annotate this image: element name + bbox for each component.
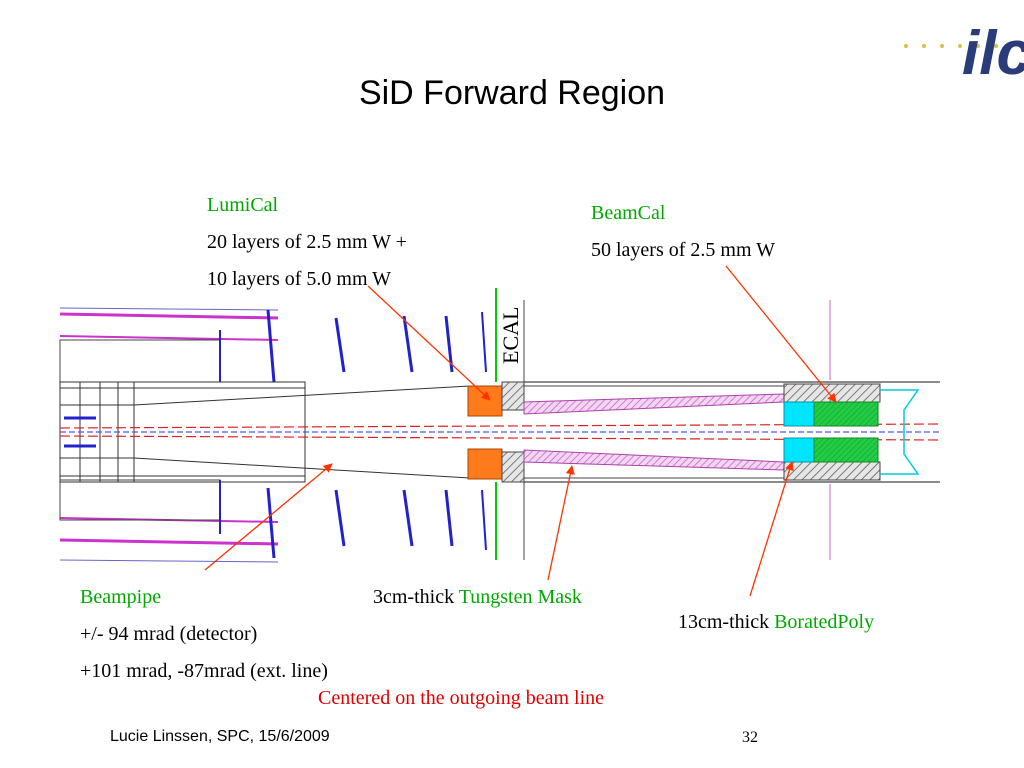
tungsten-mask-upper: [523, 393, 785, 415]
boratedpoly-label: 13cm-thick BoratedPoly: [678, 611, 874, 634]
ecal-label: ECAL: [498, 306, 523, 364]
lumical-upper: [467, 385, 503, 417]
lumical-lower: [467, 448, 503, 480]
lower-detector-layers: [59, 479, 831, 563]
beampipe-line2: +101 mrad, -87mrad (ext. line): [80, 660, 328, 682]
beamcal-lower: [813, 437, 879, 463]
boratedpoly-lower: [783, 437, 815, 463]
logo-text: ilc: [962, 19, 1024, 88]
logo-dots: [904, 44, 998, 48]
beampipe-name: Beampipe: [80, 586, 162, 608]
beamcal-line1: 50 layers of 2.5 mm W: [591, 239, 776, 261]
tungsten-mask-lower: [523, 449, 785, 471]
footer-author: Lucie Linssen, SPC, 15/6/2009: [110, 728, 330, 745]
lumical-name: LumiCal: [207, 194, 279, 216]
outgoing-beam-note: Centered on the outgoing beam line: [318, 687, 605, 709]
mask-housing: [501, 381, 940, 483]
ilc-logo: ilc: [904, 19, 1024, 88]
lumical-line1: 20 layers of 2.5 mm W +: [207, 231, 407, 253]
tungsten-mask-label: 3cm-thick Tungsten Mask: [373, 586, 582, 609]
boratedpoly-prefix: 13cm-thick: [678, 611, 775, 633]
lumical-line2: 10 layers of 5.0 mm W: [207, 268, 392, 290]
tungsten-mask-name: Tungsten Mask: [458, 586, 582, 608]
beamcal-upper: [813, 401, 879, 427]
page-number: 32: [742, 729, 758, 746]
beampipe-line1: +/- 94 mrad (detector): [80, 623, 258, 645]
boratedpoly-upper: [783, 401, 815, 427]
slide-title: SiD Forward Region: [358, 74, 666, 112]
boratedpoly-name: BoratedPoly: [774, 611, 875, 633]
callout-arrows: [204, 265, 837, 597]
exit-window: [880, 389, 920, 475]
beampipe-cone: [60, 385, 471, 479]
beamcal-name: BeamCal: [591, 202, 666, 224]
tungsten-mask-prefix: 3cm-thick: [373, 586, 459, 608]
upper-detector-layers: [59, 288, 831, 383]
